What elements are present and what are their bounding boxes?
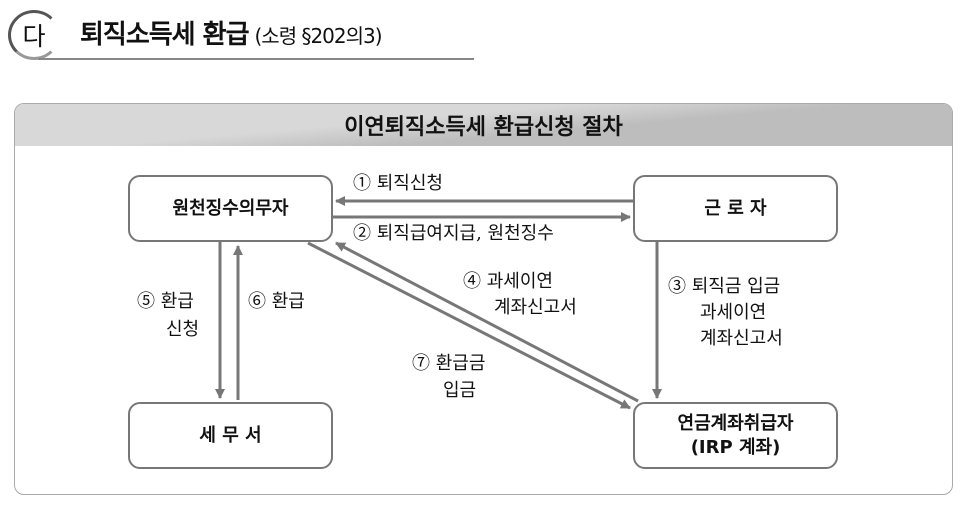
box-label: 원천징수의무자 (172, 197, 289, 219)
step3-label-2: 과세이연 (700, 302, 767, 323)
step5-label-2: 신청 (166, 319, 200, 340)
step7-label-2: 입금 (443, 380, 477, 401)
step6-label: ⑥ 환급 (248, 291, 305, 312)
step5-label: ⑤ 환급 (137, 291, 194, 312)
arrow-step7 (335, 241, 639, 403)
box-sublabel: (IRP 계좌) (690, 436, 781, 458)
title-text: 퇴직소득세 환급 (80, 20, 249, 50)
step4-label: ④ 과세이연 (463, 271, 553, 292)
step2-label: ② 퇴직급여지급, 원천징수 (353, 223, 554, 244)
box-tax-office: 세 무 서 (128, 402, 333, 469)
box-pension-provider: 연금계좌취급자(IRP 계좌) (633, 402, 838, 469)
step3-label-3: 계좌신고서 (700, 328, 783, 349)
arrow-step4 (307, 241, 631, 410)
section-badge: 다 (8, 10, 60, 60)
procedure-panel: 이연퇴직소득세 환급신청 절차 (14, 103, 953, 495)
title-underline (38, 58, 474, 60)
box-label: 근 로 자 (704, 197, 767, 219)
step3-label: ③ 퇴직금 입금 (668, 276, 781, 297)
box-withholder: 원천징수의무자 (128, 175, 333, 242)
box-label: 세 무 서 (199, 424, 262, 446)
box-label: 연금계좌취급자 (677, 412, 794, 434)
step1-label: ① 퇴직신청 (353, 173, 443, 194)
box-worker: 근 로 자 (633, 175, 838, 242)
step4-label-2: 계좌신고서 (494, 297, 577, 318)
panel-title: 이연퇴직소득세 환급신청 절차 (15, 104, 952, 146)
step7-label: ⑦ 환급금 (412, 353, 486, 374)
page-title: 퇴직소득세 환급(소령 §202의3) (80, 14, 383, 51)
title-reference: (소령 §202의3) (254, 24, 383, 48)
